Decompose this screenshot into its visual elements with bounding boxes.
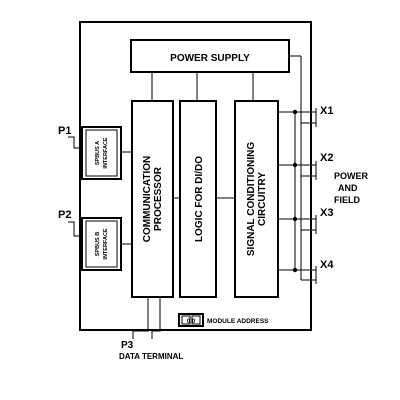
terminal-x3-label: X3 — [320, 207, 333, 219]
power-field-label-2: AND — [338, 183, 358, 193]
port-p3-label: P3 — [121, 340, 134, 351]
power-field-label-3: FIELD — [334, 195, 360, 205]
terminal-x1-label: X1 — [320, 105, 333, 117]
signal-conditioning-label-1: SIGNAL CONDITIONING — [246, 142, 257, 256]
power-field-label-1: POWER — [334, 171, 369, 181]
address-digit-box — [191, 315, 201, 325]
port-p3-lead — [132, 297, 149, 339]
power-supply-label: POWER SUPPLY — [170, 53, 250, 64]
power-supply-block — [130, 39, 290, 73]
communication-processor-label-1: COMMUNICATION — [142, 156, 153, 242]
spbus-b-label-1: SPBUS B — [95, 232, 101, 256]
communication-processor-block — [131, 100, 174, 298]
spbus-a-label-1: SPBUS A — [95, 141, 101, 165]
communication-processor-label-2: PROCESSOR — [153, 166, 164, 231]
spbus-b-label-2: INTERFACE — [103, 228, 109, 260]
module-address-digits: 0 0 — [187, 319, 196, 325]
port-p2-lead — [68, 221, 82, 237]
logic-di-do-label: LOGIC FOR DI/DO — [194, 156, 205, 242]
port-p1-lead — [68, 136, 82, 149]
port-p3-lead — [151, 297, 161, 339]
address-digit-box — [181, 315, 191, 325]
spbus-a-inner-frame — [85, 129, 118, 177]
spbus-a-interface-block — [81, 126, 122, 180]
port-p1-label: P1 — [58, 125, 71, 137]
signal-conditioning-block — [234, 100, 279, 298]
terminal-x2-label: X2 — [320, 152, 333, 164]
signal-conditioning-label-2: CIRCUITRY — [257, 172, 268, 226]
data-terminal-label: DATA TERMINAL — [119, 352, 183, 361]
spbus-a-label-2: INTERFACE — [103, 137, 109, 169]
terminal-x4-label: X4 — [320, 259, 334, 271]
logic-di-do-block — [179, 100, 217, 298]
module-address-label: MODULE ADDRESS — [207, 318, 269, 325]
port-p2-label: P2 — [58, 209, 71, 221]
spbus-b-inner-frame — [85, 220, 118, 268]
spbus-b-interface-block — [81, 217, 122, 271]
